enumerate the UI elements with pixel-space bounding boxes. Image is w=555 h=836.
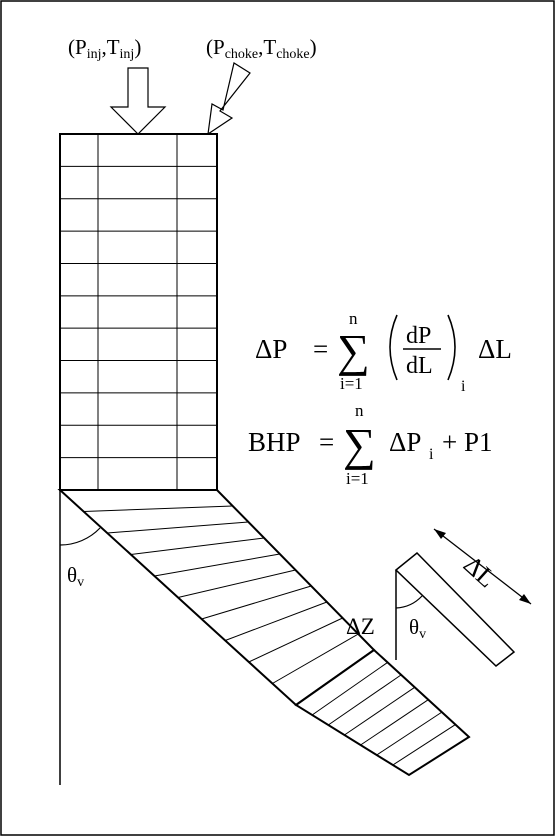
- inset-angle-label: θv: [409, 615, 426, 642]
- eq1-subscript: i: [461, 378, 466, 395]
- inset-dl-arrowhead-bottom: [519, 594, 531, 604]
- eq2-lower: i=1: [346, 469, 369, 488]
- vertical-section-outline: [59, 133, 218, 491]
- deviated-section-1-rung: [225, 601, 328, 641]
- deviated-section-2-rungs: [311, 662, 456, 766]
- inset-segment: [394, 551, 516, 667]
- injection-arrow: [109, 67, 167, 135]
- eq1-sum: ∑: [337, 325, 370, 376]
- deviated-section-1-rung: [272, 633, 359, 684]
- deviated-section-1: [57, 489, 376, 707]
- deviated-section-1-rung: [248, 617, 343, 663]
- eq1-lhs: ΔP: [255, 334, 287, 364]
- choke-arrow: [207, 62, 251, 136]
- segment-inset: ΔZ θv ΔL: [346, 528, 532, 667]
- deviated-section-2-rung: [328, 674, 402, 726]
- eq2-term-subscript: i: [429, 446, 434, 463]
- injection-label: (Pinj,Tinj): [68, 35, 141, 62]
- angle-arc-main: [59, 527, 101, 546]
- vertical-cell-rows: [60, 165, 217, 459]
- deviated-section-1-rung: [83, 505, 233, 512]
- deviated-section-1-rung: [177, 569, 296, 598]
- inset-dl-label: ΔL: [458, 550, 502, 593]
- choke-label: (Pchoke,Tchoke): [206, 35, 317, 62]
- eq1-denominator: dL: [406, 353, 433, 379]
- eq2-lhs: BHP: [248, 427, 301, 457]
- deviated-section-2-rung: [344, 686, 415, 736]
- deviated-section-2: [294, 648, 471, 777]
- eq2-upper: n: [355, 401, 364, 420]
- deviated-section-1-rung: [201, 585, 312, 620]
- inset-angle-arc: [395, 595, 423, 609]
- bottom-hole-pressure-equation: BHP = ∑ n i=1 ΔP i + P1: [248, 401, 493, 488]
- deviated-section-1-outline: [57, 489, 376, 707]
- inset-dz-label: ΔZ: [346, 614, 375, 639]
- inset-dl-arrowhead-top: [434, 529, 446, 539]
- pressure-drop-equation: ΔP = ∑ n i=1 dP dL i ΔL: [255, 309, 512, 395]
- eq1-equals: =: [313, 334, 328, 364]
- deviated-section-1-rung: [154, 553, 280, 577]
- eq2-sum: ∑: [343, 419, 376, 470]
- deviated-section-2-rung: [360, 699, 429, 746]
- eq2-term: ΔP: [389, 427, 421, 457]
- deviated-section-1-rungs: [83, 505, 359, 684]
- deviated-section-1-rung: [107, 521, 249, 534]
- eq1-left-paren: [389, 314, 398, 381]
- deviated-section-1-rung: [130, 537, 265, 555]
- eq1-upper: n: [349, 309, 358, 328]
- deviated-section-2-rung: [376, 711, 443, 756]
- eq1-tail: ΔL: [478, 334, 512, 364]
- deviated-section-2-rung: [311, 662, 388, 716]
- eq1-lower: i=1: [340, 374, 363, 393]
- vertical-section: [59, 133, 218, 491]
- deviated-section-2-rung: [392, 724, 456, 766]
- eq2-equals: =: [319, 427, 334, 457]
- inset-dl-dimension-line: [433, 528, 532, 605]
- eq1-right-paren: [447, 314, 456, 381]
- eq2-tail: + P1: [442, 427, 493, 457]
- eq1-numerator: dP: [406, 323, 431, 349]
- angle-label-main: θv: [67, 563, 84, 590]
